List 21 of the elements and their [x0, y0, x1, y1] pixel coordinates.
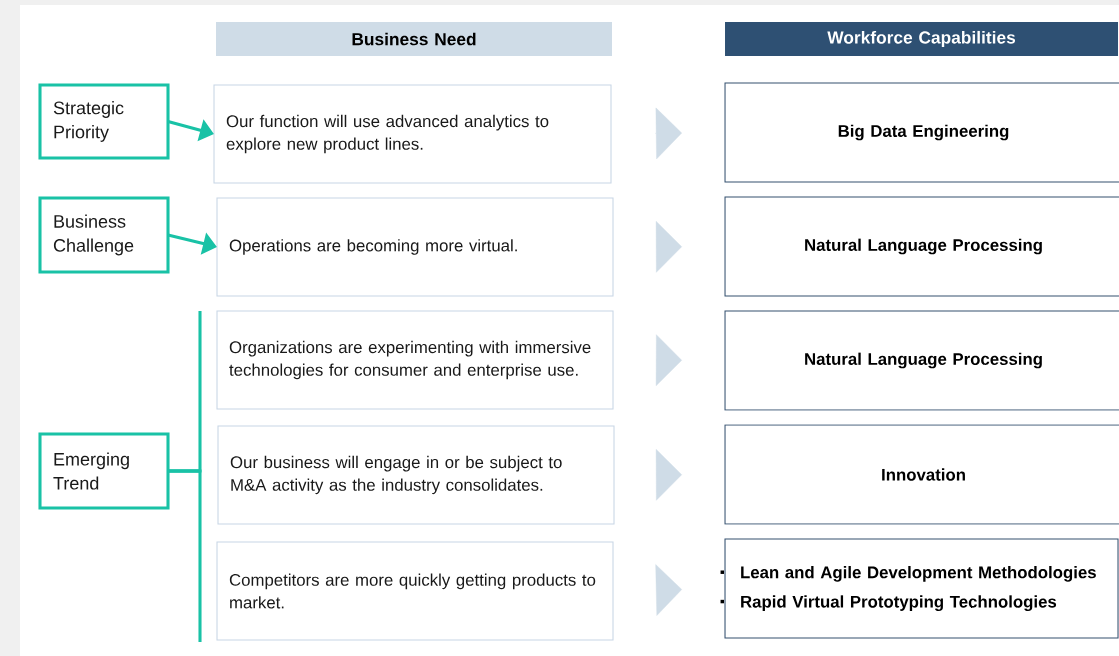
chevron-arrow — [655, 334, 682, 386]
capability-box: Natural Language Processing — [724, 196, 1119, 297]
need-box: Organizations are experimenting with immersive technologies for consumer and enterprise use. — [216, 310, 614, 410]
category-box: Business Challenge — [38, 196, 170, 274]
chevron-arrow — [655, 564, 682, 616]
capability-box: Natural Language Processing — [724, 310, 1119, 411]
category-box: Strategic Priority — [38, 83, 170, 160]
capability-box: Big Data Engineering — [724, 82, 1119, 183]
category-box: Emerging Trend — [38, 432, 170, 510]
need-box: Our function will use advanced analytics to explore new product lines. — [213, 84, 612, 184]
chevron-arrow — [655, 449, 682, 501]
need-box: Operations are becoming more virtual. — [216, 197, 614, 297]
chevron-arrow — [655, 221, 682, 273]
need-box: Our business will engage in or be subject to M&A activity as the industry consolidates. — [217, 425, 615, 525]
column-header: Workforce Capabilities — [725, 22, 1118, 56]
column-header: Business Need — [216, 22, 612, 56]
bracket-line — [168, 469, 202, 642]
need-box: Competitors are more quickly getting products to market. — [216, 541, 614, 641]
capability-box: Lean and Agile Development Methodologies Rapid Virtual Prototyping Technologies — [720, 538, 1119, 639]
chevron-arrow — [654, 107, 682, 160]
capability-box: Innovation — [724, 424, 1119, 525]
